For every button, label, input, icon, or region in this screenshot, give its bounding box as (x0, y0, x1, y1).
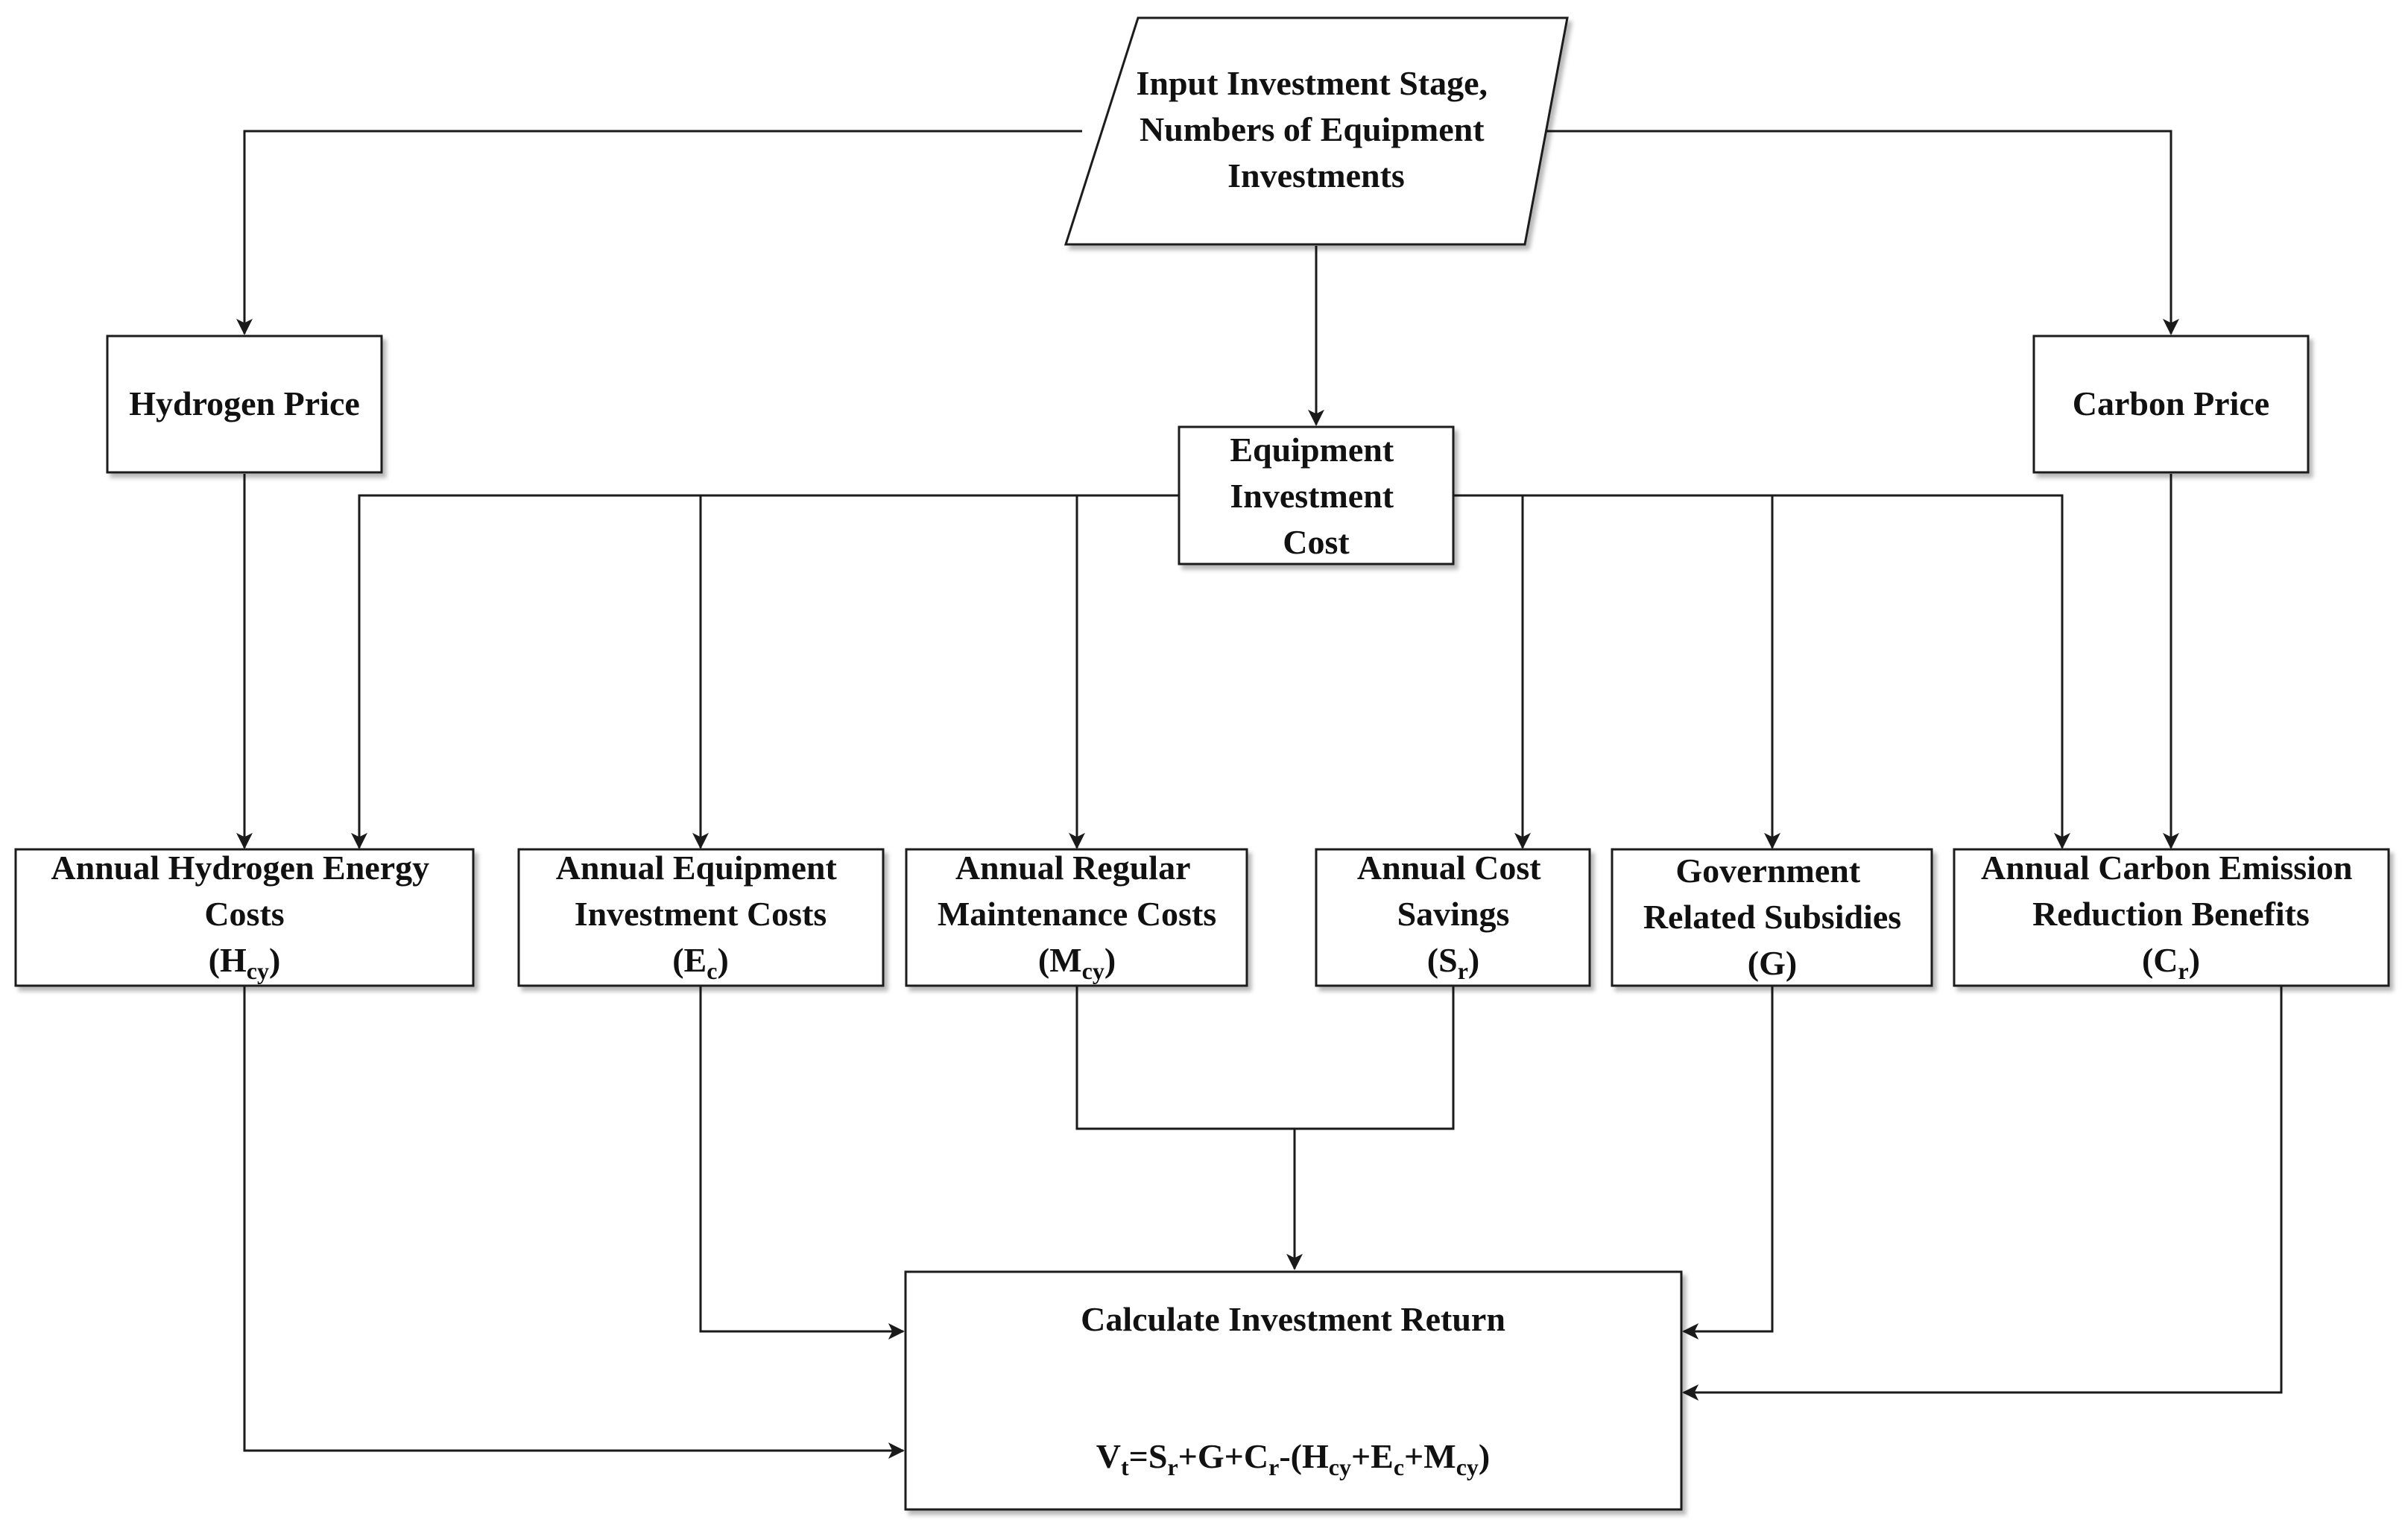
svg-text:Equipment Investment: Equipment Investment Cost (1230, 431, 1402, 561)
calculate-title: Calculate Investment Return (1081, 1300, 1505, 1338)
formula-term: -(H (1279, 1437, 1329, 1475)
subsidies-line-1: Government (1675, 852, 1861, 890)
carbon-price-label: Carbon Price (2073, 384, 2269, 422)
equipment-cost-line-1: Equipment (1230, 431, 1394, 469)
formula-term: +G+C (1178, 1437, 1268, 1475)
input-line-3: Investments (1227, 156, 1405, 194)
svg-text:Annual Cost Savings: Annual Cost Savings (1357, 849, 1549, 933)
svg-text:Annual Regular Maintenan: Annual Regular Maintenance Costs (938, 849, 1216, 933)
formula-term: +E (1351, 1437, 1394, 1475)
svg-text:Input Investment Stage,: Input Investment Stage, Numbers of Equip… (1136, 64, 1496, 194)
edge-subsidies-to-calculate (1682, 986, 1774, 1340)
node-annual-cost-savings: Annual Cost Savings (Sr) (1315, 848, 1591, 987)
formula-subscript: c (1394, 1454, 1404, 1480)
cost-savings-line-1: Annual Cost (1357, 849, 1541, 887)
subsidies-symbol: (G) (1748, 944, 1797, 982)
input-line-1: Input Investment Stage, (1136, 64, 1488, 102)
maintenance-costs-symbol: (Mcy) (1038, 941, 1116, 984)
edge-equipment-costs-to-calculate (699, 986, 905, 1340)
formula-term: ) (1479, 1437, 1490, 1475)
investment-return-formula: Vt=Sr+G+Cr-(Hcy+Ec+Mcy) (1096, 1437, 1490, 1480)
edge-equipment-cost-to-hydrogen-costs (351, 494, 1179, 849)
node-annual-equipment-investment-costs: Annual Equipment Investment Costs (Ec) (517, 848, 885, 987)
svg-text:Annual Hydrogen Energy C: Annual Hydrogen Energy Costs (51, 849, 437, 933)
subsidies-line-2: Related Subsidies (1643, 898, 1901, 936)
svg-text:Annual Carbon Emission R: Annual Carbon Emission Reduction Benefit… (1981, 849, 2361, 933)
hydrogen-costs-line-1: Annual Hydrogen Energy (51, 849, 429, 887)
hydrogen-costs-symbol: (Hcy) (209, 941, 281, 984)
carbon-benefits-symbol: (Cr) (2142, 941, 2200, 984)
formula-subscript: r (1268, 1454, 1279, 1480)
maintenance-costs-line-2: Maintenance Costs (938, 895, 1216, 933)
svg-text:Annual Equipment Investm: Annual Equipment Investment Costs (556, 849, 846, 933)
equipment-cost-line-3: Cost (1283, 523, 1350, 561)
node-annual-carbon-emission-reduction-benefits: Annual Carbon Emission Reduction Benefit… (1953, 848, 2390, 987)
cost-savings-symbol: (Sr) (1427, 941, 1479, 984)
carbon-benefits-line-2: Reduction Benefits (2032, 895, 2310, 933)
equipment-costs-symbol: (Ec) (672, 941, 729, 984)
maintenance-costs-line-1: Annual Regular (955, 849, 1190, 887)
node-hydrogen-price: Hydrogen Price (106, 335, 383, 474)
edge-input-to-hydrogen-price (236, 130, 1082, 335)
formula-term: =S (1129, 1437, 1168, 1475)
node-annual-regular-maintenance-costs: Annual Regular Maintenance Costs (Mcy) (905, 848, 1248, 987)
edge-carbon-benefits-to-calculate (1682, 986, 2283, 1401)
node-government-related-subsidies: Government Related Subsidies (G) (1611, 848, 1933, 987)
edge-maintenance-costs-to-merge (1075, 986, 1455, 1130)
cost-savings-line-2: Savings (1397, 895, 1510, 933)
edge-equipment-cost-to-carbon-benefits (1453, 494, 2070, 849)
node-input-investment-stage: Input Investment Stage, Numbers of Equip… (1064, 16, 1569, 246)
formula-term: +M (1404, 1437, 1456, 1475)
edge-input-to-carbon-price (1543, 130, 2179, 335)
connectors (236, 130, 2283, 1459)
equipment-costs-line-2: Investment Costs (575, 895, 827, 933)
node-annual-hydrogen-energy-costs: Annual Hydrogen Energy Costs (Hcy) (14, 848, 475, 987)
formula-term: V (1096, 1437, 1121, 1475)
formula-subscript: cy (1456, 1454, 1479, 1480)
formula-subscript: t (1121, 1454, 1129, 1480)
hydrogen-costs-line-2: Costs (204, 895, 284, 933)
svg-text:Government Related Subsi: Government Related Subsidies (1643, 852, 1901, 936)
formula-subscript: r (1167, 1454, 1178, 1480)
equipment-costs-line-1: Annual Equipment (556, 849, 838, 887)
equipment-cost-line-2: Investment (1230, 477, 1394, 515)
input-line-2: Numbers of Equipment (1140, 110, 1485, 148)
node-equipment-investment-cost: Equipment Investment Cost (1178, 425, 1455, 565)
carbon-benefits-line-1: Annual Carbon Emission (1981, 849, 2353, 887)
edge-hydrogen-costs-to-calculate (243, 986, 905, 1459)
node-calculate-investment-return: Calculate Investment Return Vt=Sr+G+Cr-(… (904, 1270, 1683, 1511)
hydrogen-price-label: Hydrogen Price (129, 384, 360, 422)
node-carbon-price: Carbon Price (2032, 335, 2310, 474)
formula-subscript: cy (1329, 1454, 1351, 1480)
